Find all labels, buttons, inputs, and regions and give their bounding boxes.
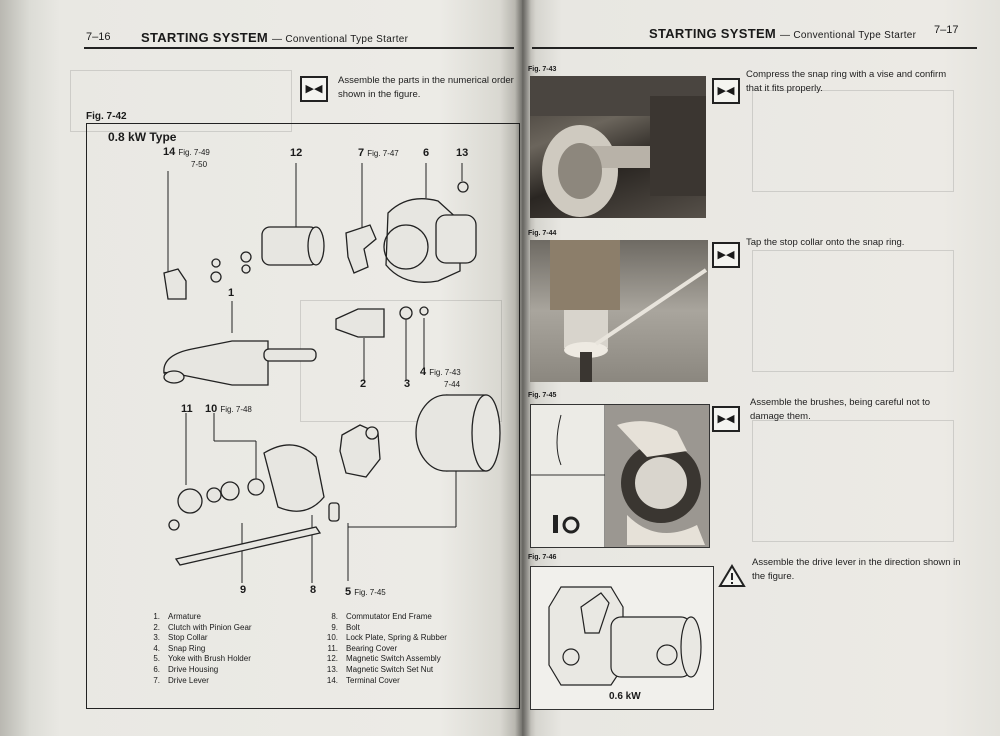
legend-item: 3.Stop Collar [153,633,208,643]
callout-9: 9 [240,584,247,596]
figure-type-label: 0.8 kW Type [108,130,177,144]
step-fig-label: Fig. 7-46 [528,554,557,561]
legend-item: 6.Drive Housing [153,664,219,674]
step-fig-label: Fig. 7-43 [528,66,557,73]
header-rule-right [532,47,977,49]
parts-legend-col1: 1.Armature 2.Clutch with Pinion Gear 3.S… [140,612,252,686]
press-fit-icon: ▶◀ [712,78,740,104]
legend-item: 5.Yoke with Brush Holder [153,654,251,664]
right-page: STARTING SYSTEM — Conventional Type Star… [522,0,1000,736]
callout-11: 11 [181,403,193,415]
callout-1: 1 [228,287,235,299]
legend-item: 11.Bearing Cover [327,643,398,653]
legend-item: 2.Clutch with Pinion Gear [153,622,252,632]
page-header-right: STARTING SYSTEM — Conventional Type Star… [649,26,916,41]
photo-detail [530,76,706,217]
left-page: 7–16 STARTING SYSTEM — Conventional Type… [0,0,522,736]
callout-14: 14 Fig. 7-49 7-50 [163,146,210,169]
header-title: STARTING SYSTEM [141,30,269,45]
book-gutter [515,0,531,736]
step-fig-label: Fig. 7-45 [528,392,557,399]
step-text: Tap the stop collar onto the snap ring. [746,237,905,248]
photo-detail [531,405,709,547]
page-header-left: STARTING SYSTEM — Conventional Type Star… [141,30,408,45]
legend-item: 13.Magnetic Switch Set Nut [326,664,434,674]
photo-brushes [530,404,710,548]
callout-4: 4 Fig. 7-43 7-44 [420,366,461,389]
figure-frame [86,123,520,709]
legend-item: 8.Commutator End Frame [331,612,432,621]
photo-snap-ring-vise [530,76,706,218]
press-fit-icon: ▶◀ [712,242,740,268]
callout-2: 2 [360,378,367,390]
legend-item: 12.Magnetic Switch Assembly [326,654,441,664]
figure-drive-lever: 0.6 kW [530,566,714,710]
legend-item: 4.Snap Ring [153,643,206,653]
legend-item: 9.Bolt [331,622,360,632]
photo-detail [550,240,708,382]
parts-legend-col2: 8.Commutator End Frame 9.Bolt 10.Lock Pl… [318,612,447,686]
instruction-text: Assemble the parts in the numerical orde… [338,75,514,100]
header-rule-left [84,47,514,49]
step-text: Compress the snap ring with a vise and c… [746,69,947,94]
header-title: STARTING SYSTEM [649,26,777,41]
legend-item: 10.Lock Plate, Spring & Rubber [326,633,447,643]
header-subtitle: — Conventional Type Starter [779,30,917,41]
callout-13: 13 [456,147,469,159]
step-text: Assemble the brushes, being careful not … [750,397,931,422]
callout-5: 5 Fig. 7-45 [345,586,386,598]
photo-stop-collar [530,240,708,382]
figure-label: Fig. 7-42 [86,111,127,122]
callout-6: 6 [423,147,430,159]
header-subtitle: — Conventional Type Starter [271,34,409,45]
page-number-left: 7–16 [86,31,111,43]
exploded-parts-diagram [163,163,501,583]
legend-item: 7.Drive Lever [153,675,209,685]
step-fig-label: Fig. 7-44 [528,230,557,237]
legend-item: 14.Terminal Cover [326,675,400,685]
warning-triangle-icon [718,564,746,587]
press-fit-icon: ▶◀ [300,76,328,102]
step-text: Assemble the drive lever in the directio… [752,557,961,582]
page-number-right: 7–17 [934,24,959,36]
callout-7: 7 Fig. 7-47 [358,147,399,159]
fig46-caption: 0.6 kW [609,691,641,702]
callout-12: 12 [290,147,303,159]
callout-8: 8 [310,584,317,596]
callout-3: 3 [404,378,411,390]
callout-10: 10 Fig. 7-48 [205,403,252,415]
press-fit-icon: ▶◀ [712,406,740,432]
legend-item: 1.Armature [153,612,201,621]
starter-drawing [548,586,702,686]
